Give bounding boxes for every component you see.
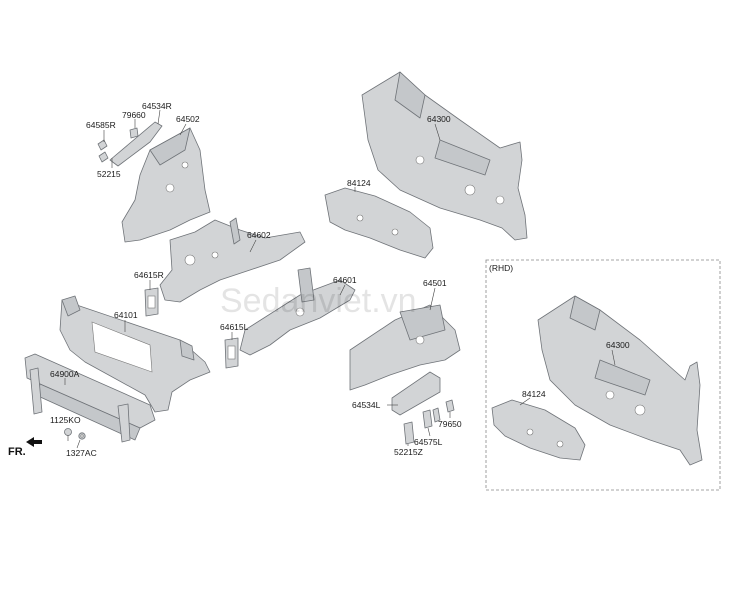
label-52215Z: 52215Z	[394, 447, 423, 457]
label-79660: 79660	[122, 110, 146, 120]
label-64615R: 64615R	[134, 270, 164, 280]
part-64300[interactable]	[361, 71, 528, 241]
label-64502: 64502	[176, 114, 200, 124]
part-rhd-84124[interactable]	[491, 399, 586, 461]
label-1327AC: 1327AC	[66, 448, 97, 458]
label-rhd-84124: 84124	[522, 389, 546, 399]
part-64501[interactable]	[349, 304, 461, 391]
part-64585R[interactable]	[97, 139, 109, 163]
label-64534L: 64534L	[352, 400, 381, 410]
rhd-box	[485, 259, 721, 491]
label-64101: 64101	[114, 310, 138, 320]
label-64575L: 64575L	[414, 437, 443, 447]
rhd-title: (RHD)	[489, 263, 513, 273]
front-direction-label: FR.	[8, 446, 26, 458]
part-64575L[interactable]	[422, 407, 441, 429]
label-64534R: 64534R	[142, 101, 172, 111]
label-64585R: 64585R	[86, 120, 116, 130]
label-64602: 64602	[247, 230, 271, 240]
part-52215Z[interactable]	[403, 421, 415, 445]
part-79660[interactable]	[129, 127, 139, 139]
part-64502[interactable]	[121, 127, 211, 243]
leader-lines	[64, 109, 616, 449]
part-1327AC[interactable]	[78, 432, 86, 440]
watermark: Sedanviet.vn	[220, 282, 417, 320]
arrow-left-icon	[26, 437, 42, 447]
part-84124[interactable]	[324, 187, 434, 259]
part-64615R[interactable]	[144, 287, 159, 317]
part-64900A[interactable]	[24, 353, 156, 443]
part-rhd-64300[interactable]	[537, 295, 703, 466]
label-79650: 79650	[438, 419, 462, 429]
part-64534R[interactable]	[109, 121, 163, 167]
label-64501: 64501	[423, 278, 447, 288]
part-64534L[interactable]	[391, 371, 441, 416]
part-64101[interactable]	[59, 295, 211, 413]
label-rhd-64300: 64300	[606, 340, 630, 350]
label-64601: 64601	[333, 275, 357, 285]
part-64615L[interactable]	[224, 337, 239, 369]
label-84124: 84124	[347, 178, 371, 188]
part-64602[interactable]	[159, 217, 306, 303]
part-79650[interactable]	[445, 399, 455, 413]
label-1125KO: 1125KO	[50, 415, 81, 425]
label-64300: 64300	[427, 114, 451, 124]
part-1125KO[interactable]	[64, 428, 72, 442]
label-52215: 52215	[97, 169, 121, 179]
part-64601[interactable]	[239, 267, 356, 356]
label-64615L: 64615L	[220, 322, 249, 332]
label-64900A: 64900A	[50, 369, 80, 379]
